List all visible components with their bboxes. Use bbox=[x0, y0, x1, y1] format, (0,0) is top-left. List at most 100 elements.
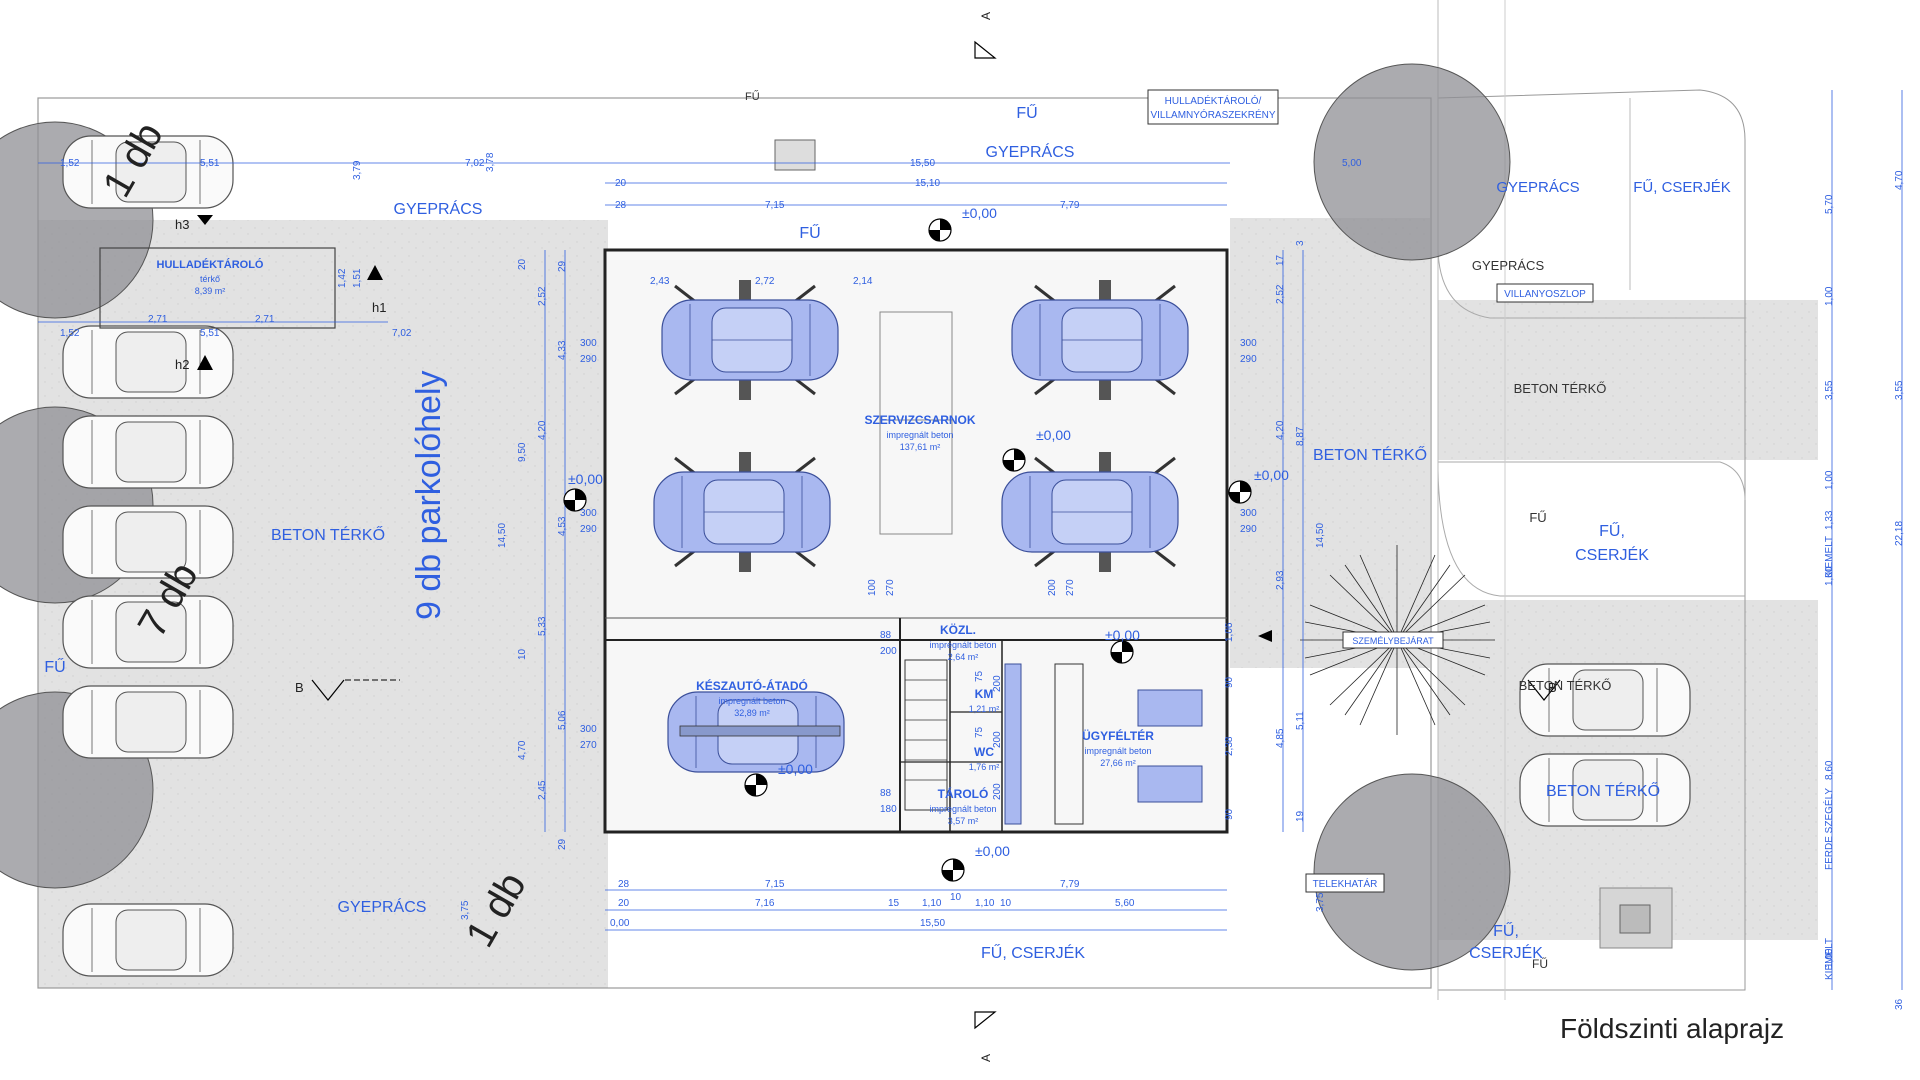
svg-text:WC: WC bbox=[974, 745, 994, 759]
svg-text:5,51: 5,51 bbox=[200, 328, 220, 339]
label-fu-inner-top: FŰ bbox=[799, 223, 820, 242]
svg-text:270: 270 bbox=[1065, 579, 1076, 596]
svg-text:impregnált beton: impregnált beton bbox=[718, 696, 785, 706]
label-gyepracs-right-small: GYEPRÁCS bbox=[1472, 258, 1545, 273]
svg-text:7,15: 7,15 bbox=[765, 200, 785, 211]
svg-text:7,79: 7,79 bbox=[1060, 200, 1080, 211]
label-fu-island: FŰ bbox=[1529, 510, 1546, 525]
label-fu-cserjek-right-top: FŰ, CSERJÉK bbox=[1633, 179, 1731, 196]
svg-text:1,06: 1,06 bbox=[1224, 622, 1235, 642]
svg-text:3,75: 3,75 bbox=[460, 900, 471, 920]
level-2: ±0,00 bbox=[1036, 427, 1071, 443]
svg-text:5,11: 5,11 bbox=[1295, 711, 1306, 730]
svg-text:2,45: 2,45 bbox=[537, 780, 548, 800]
svg-text:impregnált beton: impregnált beton bbox=[929, 640, 996, 650]
svg-text:1,76 m²: 1,76 m² bbox=[969, 762, 1000, 772]
level-7: ±0,00 bbox=[975, 843, 1010, 859]
label-pole: VILLANYOSZLOP bbox=[1504, 289, 1586, 300]
svg-text:290: 290 bbox=[580, 354, 597, 365]
label-fu-cserjek-br-2: CSERJÉK bbox=[1469, 943, 1543, 962]
svg-text:1,00: 1,00 bbox=[1824, 948, 1835, 968]
svg-text:32,89 m²: 32,89 m² bbox=[734, 708, 770, 718]
svg-text:5,33: 5,33 bbox=[537, 616, 548, 636]
svg-text:27,66 m²: 27,66 m² bbox=[1100, 758, 1136, 768]
svg-text:300: 300 bbox=[580, 724, 597, 735]
label-waste-power-1: HULLADÉKTÁROLÓ/ bbox=[1165, 94, 1262, 107]
label-fu-br: FŰ bbox=[1532, 956, 1548, 971]
svg-text:28: 28 bbox=[615, 200, 627, 211]
label-fu-cserjek-island-2: CSERJÉK bbox=[1575, 545, 1649, 564]
svg-text:1,10: 1,10 bbox=[975, 898, 995, 909]
label-beton-terko-b: BETON TÉRKŐ bbox=[1519, 678, 1612, 693]
section-b-left: B bbox=[295, 680, 304, 695]
waste-store-material: térkő bbox=[200, 274, 220, 284]
label-beton-terko-far-right: BETON TÉRKŐ bbox=[1514, 381, 1607, 396]
svg-text:8,60: 8,60 bbox=[1824, 760, 1835, 780]
svg-text:20: 20 bbox=[517, 258, 528, 270]
label-h1: h1 bbox=[372, 300, 386, 315]
label-beton-terko-lower-right: BETON TÉRKŐ bbox=[1546, 781, 1660, 800]
dims-inner: 2,43 2,72 2,14 bbox=[650, 276, 873, 287]
label-entrance: SZEMÉLYBEJÁRAT bbox=[1352, 636, 1434, 646]
svg-text:1,52: 1,52 bbox=[60, 158, 80, 169]
svg-text:2,93: 2,93 bbox=[1275, 570, 1286, 590]
svg-text:4,70: 4,70 bbox=[1894, 170, 1905, 190]
svg-text:15: 15 bbox=[888, 898, 900, 909]
waste-store bbox=[99, 247, 336, 329]
svg-text:4,20: 4,20 bbox=[1275, 420, 1286, 440]
svg-text:impregnált beton: impregnált beton bbox=[1084, 746, 1151, 756]
svg-text:7,02: 7,02 bbox=[392, 328, 412, 339]
svg-text:15,50: 15,50 bbox=[910, 158, 935, 169]
svg-text:88: 88 bbox=[880, 630, 892, 641]
svg-text:1,52: 1,52 bbox=[60, 328, 80, 339]
svg-text:200: 200 bbox=[992, 783, 1003, 800]
svg-text:ÜGYFÉLTÉR: ÜGYFÉLTÉR bbox=[1082, 728, 1154, 743]
svg-text:1,21 m²: 1,21 m² bbox=[969, 704, 1000, 714]
svg-text:15,50: 15,50 bbox=[920, 918, 945, 929]
svg-text:2,71: 2,71 bbox=[255, 314, 275, 325]
svg-text:2,71: 2,71 bbox=[148, 314, 168, 325]
room-tarolo: TÁROLÓ impregnált beton 3,57 m² bbox=[929, 786, 996, 826]
label-gyepracs-left-bottom: GYEPRÁCS bbox=[338, 897, 427, 916]
svg-text:KIEMELT: KIEMELT bbox=[1824, 938, 1835, 980]
svg-text:10: 10 bbox=[1000, 898, 1012, 909]
svg-text:7,79: 7,79 bbox=[1060, 879, 1080, 890]
label-gyepracs-top: GYEPRÁCS bbox=[986, 142, 1075, 161]
section-a-bottom: A bbox=[979, 1054, 993, 1062]
workbench bbox=[879, 311, 953, 535]
dims-left: 9,50 14,50 4,20 4,33 2,52 20 29 300 290 … bbox=[337, 258, 597, 920]
svg-text:300: 300 bbox=[1240, 508, 1257, 519]
svg-text:29: 29 bbox=[557, 260, 568, 272]
svg-text:28: 28 bbox=[618, 879, 630, 890]
svg-text:20: 20 bbox=[615, 178, 627, 189]
svg-text:1,33: 1,33 bbox=[1824, 510, 1835, 530]
svg-text:impregnált beton: impregnált beton bbox=[929, 804, 996, 814]
svg-text:3,55: 3,55 bbox=[1824, 380, 1835, 400]
svg-text:300: 300 bbox=[580, 508, 597, 519]
right-lot-outline bbox=[1437, 89, 1746, 991]
svg-text:KÖZL.: KÖZL. bbox=[940, 622, 976, 637]
svg-text:2,43: 2,43 bbox=[650, 276, 670, 287]
svg-text:4,53: 4,53 bbox=[557, 516, 568, 536]
room-wc: WC 1,76 m² bbox=[969, 745, 1000, 772]
svg-text:1,00: 1,00 bbox=[1824, 566, 1835, 586]
svg-text:5,06: 5,06 bbox=[557, 710, 568, 730]
svg-text:KIEMELT: KIEMELT bbox=[1824, 536, 1835, 578]
svg-text:100: 100 bbox=[867, 579, 878, 596]
svg-text:5,00: 5,00 bbox=[1342, 158, 1362, 169]
svg-text:20: 20 bbox=[618, 898, 630, 909]
svg-text:19: 19 bbox=[1295, 810, 1306, 822]
svg-text:4,20: 4,20 bbox=[537, 420, 548, 440]
level-3: ±0,00 bbox=[568, 471, 603, 487]
svg-text:1,10: 1,10 bbox=[922, 898, 942, 909]
svg-text:1,00: 1,00 bbox=[1824, 470, 1835, 490]
svg-text:KM: KM bbox=[975, 687, 994, 701]
svg-text:200: 200 bbox=[880, 646, 897, 657]
svg-text:14,50: 14,50 bbox=[497, 523, 508, 548]
svg-text:90: 90 bbox=[1224, 808, 1235, 820]
label-fu-top-faint: FŰ bbox=[745, 89, 760, 103]
svg-text:2,64 m²: 2,64 m² bbox=[948, 652, 979, 662]
svg-text:137,61 m²: 137,61 m² bbox=[900, 442, 941, 452]
svg-text:3,57 m²: 3,57 m² bbox=[948, 816, 979, 826]
label-waste-power-2: VILLAMNYÓRASZEKRÉNY bbox=[1150, 108, 1275, 121]
